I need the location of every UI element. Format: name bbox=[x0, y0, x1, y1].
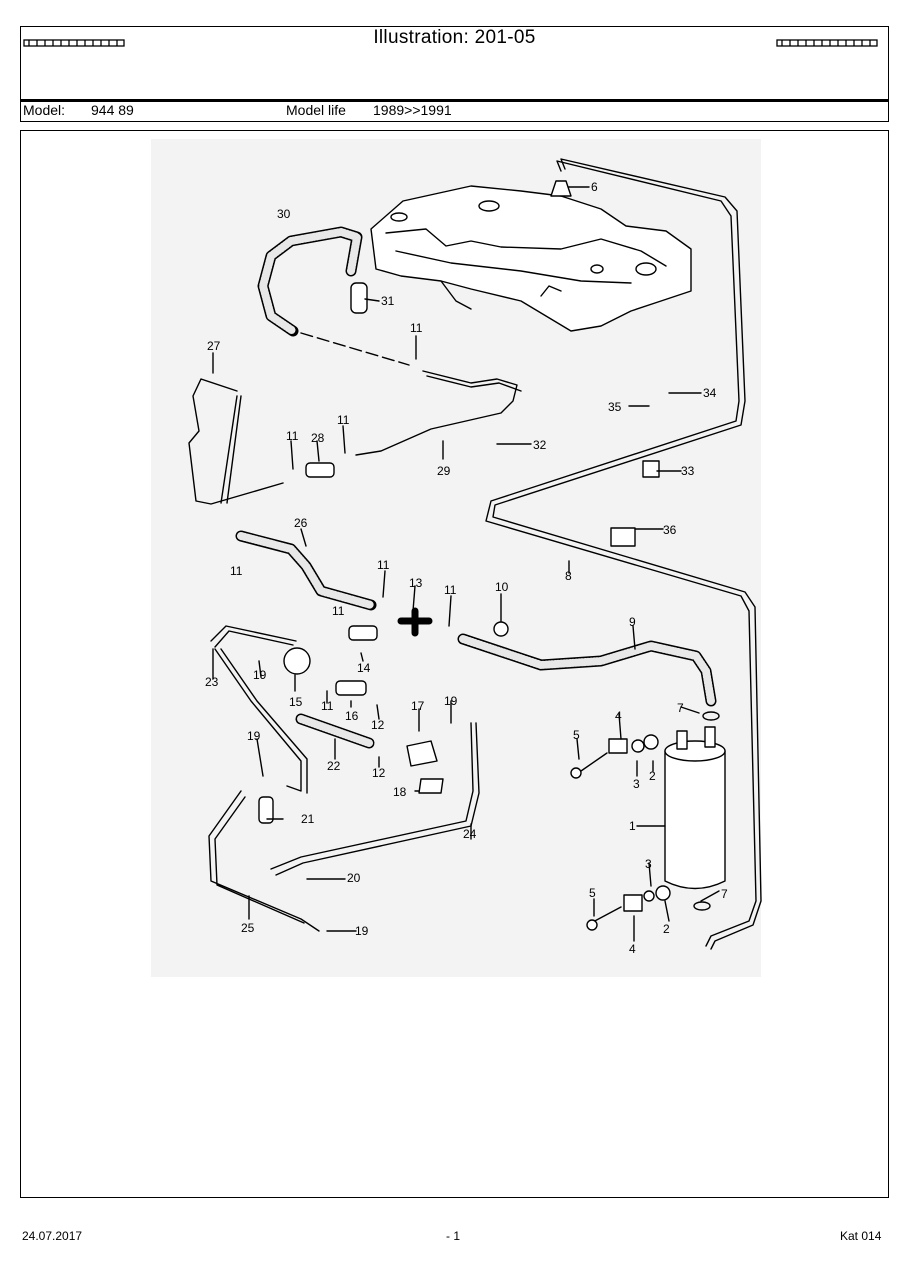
callout-label: 12 bbox=[371, 718, 385, 732]
callout-label: 25 bbox=[241, 921, 255, 935]
callout-label: 11 bbox=[444, 583, 457, 597]
callout-label: 11 bbox=[321, 699, 334, 713]
model-life-label: Model life bbox=[286, 102, 346, 118]
header-box: Illustration: 201-05 Model: 944 89 Model… bbox=[20, 26, 889, 122]
callout-label: 27 bbox=[207, 339, 221, 353]
callout-label: 18 bbox=[393, 785, 407, 799]
callout-label: 4 bbox=[615, 709, 622, 723]
callout-label: 13 bbox=[409, 576, 423, 590]
callout-label: 1 bbox=[629, 819, 636, 833]
callout-label: 10 bbox=[495, 580, 509, 594]
model-life-value: 1989>>1991 bbox=[373, 102, 452, 118]
callout-label: 35 bbox=[608, 400, 622, 414]
callout-label: 28 bbox=[311, 431, 325, 445]
callout-label: 11 bbox=[230, 564, 243, 578]
charcoal-canister bbox=[664, 726, 726, 890]
callout-label: 24 bbox=[463, 827, 477, 841]
callout-label: 11 bbox=[337, 413, 350, 427]
callout-label: 6 bbox=[591, 180, 598, 194]
callout-label: 7 bbox=[677, 701, 684, 715]
header-divider bbox=[21, 99, 888, 102]
footer-date: 24.07.2017 bbox=[22, 1229, 83, 1243]
porsche-logo-icon bbox=[776, 39, 878, 47]
callout-label: 11 bbox=[286, 429, 299, 443]
callout-label: 14 bbox=[357, 661, 371, 675]
callout-label: 11 bbox=[410, 321, 423, 335]
callout-label: 29 bbox=[437, 464, 451, 478]
callout-label: 11 bbox=[332, 604, 345, 618]
callout-label: 20 bbox=[347, 871, 361, 885]
parts-diagram: 30 31 6 11 27 34 35 11 28 11 32 29 33 26… bbox=[20, 130, 889, 1198]
callout-label: 7 bbox=[721, 887, 728, 901]
callout-label: 19 bbox=[355, 924, 369, 938]
fuel-tank bbox=[370, 185, 692, 332]
callout-label: 19 bbox=[253, 668, 267, 682]
callout-label: 12 bbox=[372, 766, 386, 780]
callout-label: 21 bbox=[301, 812, 315, 826]
callout-label: 16 bbox=[345, 709, 359, 723]
callout-label: 3 bbox=[645, 857, 652, 871]
diagram-canvas: 30 31 6 11 27 34 35 11 28 11 32 29 33 26… bbox=[151, 139, 762, 977]
callout-label: 23 bbox=[205, 675, 219, 689]
callout-label: 19 bbox=[444, 694, 458, 708]
callout-label: 5 bbox=[589, 886, 596, 900]
callout-labels: 30 31 6 11 27 34 35 11 28 11 32 29 33 26… bbox=[205, 180, 728, 956]
callout-label: 17 bbox=[411, 699, 425, 713]
callout-label: 19 bbox=[247, 729, 261, 743]
footer-page-number: - 1 bbox=[446, 1229, 461, 1243]
callout-label: 36 bbox=[663, 523, 677, 537]
callout-label: 3 bbox=[633, 777, 640, 791]
page-title: Illustration: 201-05 bbox=[373, 27, 536, 48]
callout-label: 11 bbox=[377, 558, 390, 572]
callout-label: 2 bbox=[663, 922, 670, 936]
callout-label: 5 bbox=[573, 728, 580, 742]
model-label: Model: bbox=[23, 102, 66, 118]
callout-label: 15 bbox=[289, 695, 303, 709]
callout-label: 9 bbox=[629, 615, 636, 629]
callout-label: 2 bbox=[649, 769, 656, 783]
callout-label: 34 bbox=[703, 386, 717, 400]
callout-label: 8 bbox=[565, 569, 572, 583]
callout-label: 31 bbox=[381, 294, 395, 308]
callout-label: 32 bbox=[533, 438, 547, 452]
porsche-logo-icon bbox=[23, 39, 125, 47]
model-value: 944 89 bbox=[91, 102, 134, 118]
callout-label: 22 bbox=[327, 759, 341, 773]
callout-label: 33 bbox=[681, 464, 695, 478]
callout-label: 4 bbox=[629, 942, 636, 956]
callout-label: 26 bbox=[294, 516, 308, 530]
callout-label: 30 bbox=[277, 207, 291, 221]
footer-catalog: Kat 014 bbox=[840, 1229, 882, 1243]
